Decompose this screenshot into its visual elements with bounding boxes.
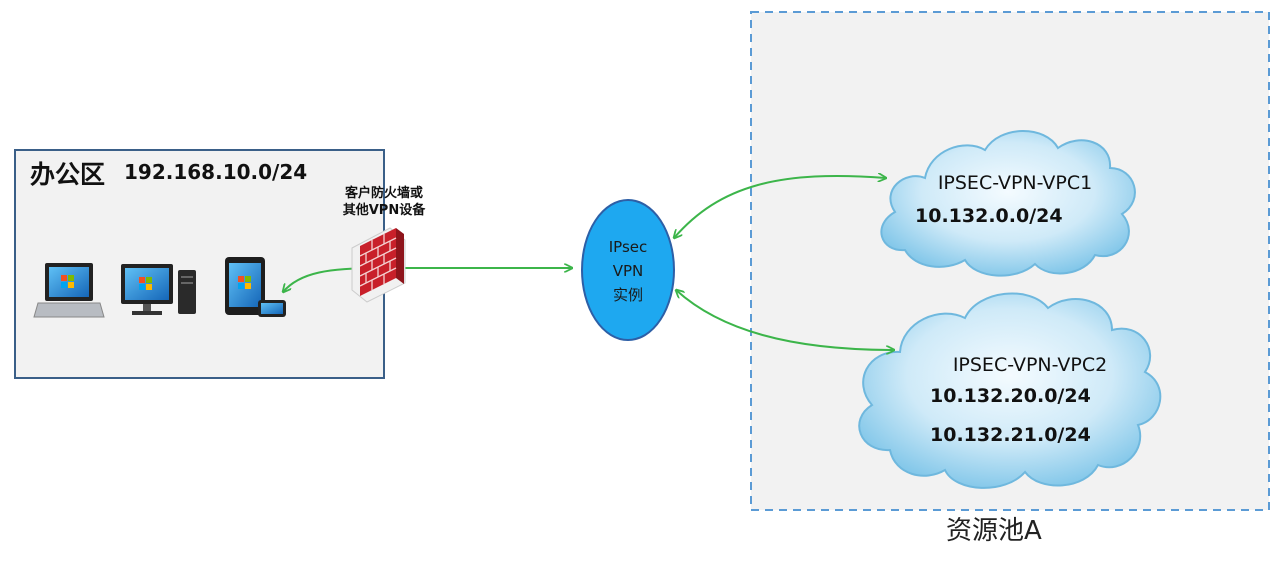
firewall-label-line2: 其他VPN设备 — [342, 203, 426, 218]
vpc2-cidr1-label: 10.132.20.0/24 — [930, 385, 1091, 407]
tablet-phone-icon — [225, 257, 286, 317]
cloud-vpc1-icon — [880, 130, 1136, 277]
vpc1-name-label: IPSEC-VPN-VPC1 — [937, 172, 1093, 194]
ipsec-label-line3: 实例 — [612, 286, 643, 304]
vpc1-cidr-label: 10.132.0.0/24 — [915, 205, 1063, 227]
resource-pool-label: 资源池A — [946, 516, 1042, 546]
ipsec-vpn-instance-node — [581, 199, 675, 341]
brick-firewall-icon — [351, 227, 406, 303]
laptop-icon — [33, 263, 105, 318]
office-subnet-label: 192.168.10.0/24 — [124, 160, 308, 184]
link-ipsec-vpc2 — [676, 290, 894, 350]
firewall-label: 客户防火墙或 其他VPN设备 — [322, 185, 446, 219]
ipsec-vpn-label: IPsec VPN 实例 — [578, 235, 678, 307]
ipsec-label-line1: IPsec — [608, 238, 648, 256]
desktop-computer-icon — [121, 264, 196, 315]
vpc2-name-label: IPSEC-VPN-VPC2 — [952, 354, 1108, 376]
link-ipsec-vpc1 — [674, 176, 886, 238]
firewall-label-line1: 客户防火墙或 — [344, 186, 423, 201]
vpc2-cidr2-label: 10.132.21.0/24 — [930, 424, 1091, 446]
ipsec-label-line2: VPN — [612, 262, 644, 280]
office-area-title: 办公区 — [30, 160, 106, 189]
